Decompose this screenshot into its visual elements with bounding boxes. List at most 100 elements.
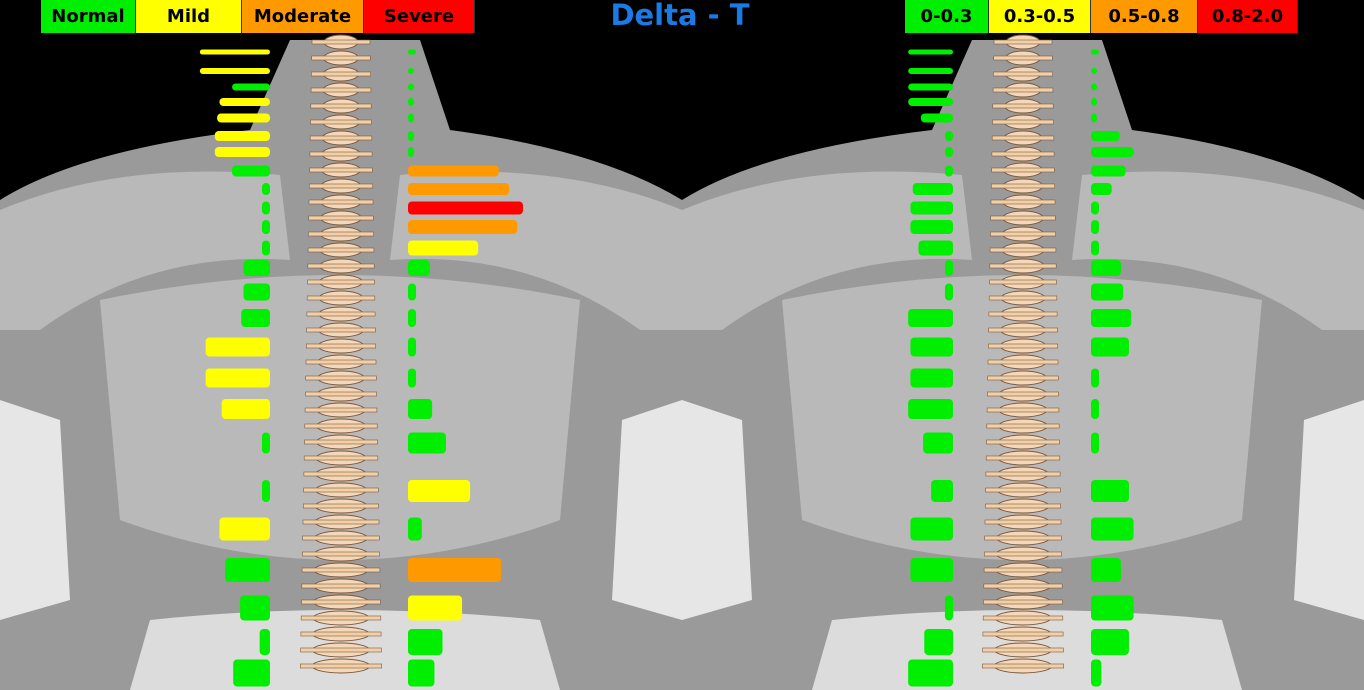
transverse-process [981,663,1064,669]
bar-left-level-12 [918,240,953,256]
bar-right-level-16 [1091,337,1129,357]
transverse-process [302,503,379,509]
bar-right-level-25 [1091,659,1102,687]
transverse-process [299,663,382,669]
bar-left-level-12 [261,240,270,256]
bar-left-level-11 [910,220,953,234]
transverse-process [993,39,1053,45]
right-arm [612,400,682,620]
bar-left-level-13 [944,260,953,276]
bar-right-level-16 [408,337,417,357]
transverse-process [304,407,378,413]
bar-left-level-3 [232,83,270,91]
transverse-process [991,135,1055,141]
transverse-process [989,279,1057,285]
transverse-process [986,423,1060,429]
transverse-process [989,247,1057,253]
transverse-process [988,311,1058,317]
legend-range-2: 0.3-0.5 [989,0,1091,33]
chart-title: Delta - T [610,0,750,32]
legend-normal: Normal [41,0,136,33]
bar-right-level-5 [1091,113,1097,123]
transverse-process [990,183,1055,189]
transverse-process [992,87,1054,93]
bar-left-level-5 [920,113,953,123]
bar-right-level-9 [408,183,510,195]
transverse-process [987,359,1059,365]
bar-left-level-18 [908,399,953,419]
bar-right-level-1 [1091,49,1100,55]
transverse-process [306,295,376,301]
bar-left-level-11 [261,220,270,234]
bar-right-level-25 [408,659,435,687]
bar-right-level-18 [408,399,433,419]
transverse-process [992,119,1054,125]
bar-left-level-16 [205,337,270,357]
bar-right-level-6 [408,131,414,141]
bar-right-level-19 [408,432,446,454]
bar-left-level-8 [232,165,270,177]
legend-range-1: 0-0.3 [905,0,989,33]
transverse-process [987,375,1059,381]
bar-right-level-8 [1091,165,1126,177]
bar-left-level-20 [931,480,953,502]
bar-left-level-10 [261,201,270,215]
transverse-process [984,519,1062,525]
bar-left-level-2 [908,68,953,74]
legend-severe: Severe [364,0,475,33]
transverse-process [300,631,382,637]
bar-right-level-21 [408,517,422,541]
transverse-process [303,487,379,493]
legend-range-3: 0.5-0.8 [1091,0,1198,33]
transverse-process [304,439,378,445]
torso-right [682,34,1364,690]
transverse-process [300,647,382,653]
bar-left-level-8 [944,165,953,177]
transverse-process [986,439,1060,445]
bar-right-level-13 [1091,260,1121,276]
transverse-process [992,103,1054,109]
transverse-process [982,647,1064,653]
bar-right-level-19 [1091,432,1100,454]
transverse-process [983,583,1063,589]
bar-right-level-17 [1091,368,1100,388]
transverse-process [306,327,376,333]
bar-right-level-4 [1091,98,1097,106]
transverse-process [988,295,1058,301]
bar-right-level-3 [408,83,414,91]
bar-left-level-14 [944,283,953,301]
transverse-process [305,359,377,365]
transverse-process [984,535,1062,541]
bar-left-level-22 [225,558,270,582]
bar-right-level-3 [1091,83,1097,91]
bar-right-level-24 [408,629,443,655]
bar-left-level-16 [910,337,953,357]
bar-left-level-5 [217,113,270,123]
bar-right-level-20 [1091,480,1129,502]
bar-right-level-11 [1091,220,1100,234]
bar-left-level-3 [908,83,953,91]
bar-right-level-15 [1091,309,1132,327]
transverse-process [307,279,375,285]
transverse-process [986,407,1060,413]
transverse-process [302,519,380,525]
bar-right-level-20 [408,480,471,502]
transverse-process [304,423,378,429]
bar-left-level-7 [944,147,953,157]
transverse-process [303,455,379,461]
bar-left-level-9 [912,183,953,195]
transverse-process [991,151,1055,157]
transverse-process [982,615,1064,621]
bar-left-level-21 [219,517,270,541]
transverse-process [990,215,1056,221]
bar-left-level-18 [221,399,270,419]
bar-right-level-1 [408,49,417,55]
bar-left-level-14 [243,283,270,301]
left-shoulder [682,171,972,330]
bar-left-level-15 [241,309,270,327]
transverse-process [309,151,373,157]
bar-right-level-22 [1091,558,1121,582]
bar-left-level-4 [219,98,270,106]
